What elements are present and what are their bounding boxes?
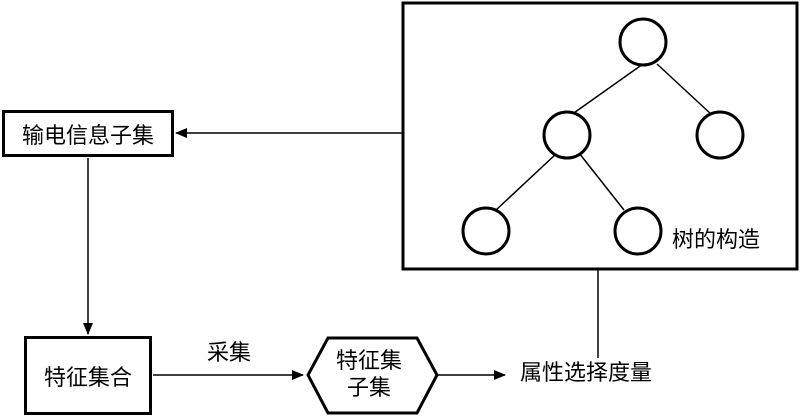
feature-set-label: 特征集合 <box>43 365 132 391</box>
tree-node-right <box>695 110 745 160</box>
tree-edge <box>495 153 557 211</box>
tree-edge <box>570 63 644 116</box>
tree-node-left-left <box>461 206 511 256</box>
feature-subset-label-line2: 子集 <box>346 376 391 401</box>
feature-subset-label: 特征集 子集 <box>310 340 428 410</box>
tree-edge <box>578 152 625 211</box>
tree-panel-label: 树的构造 <box>672 228 761 253</box>
collect-label: 采集 <box>207 341 252 366</box>
tree-edge <box>656 63 713 116</box>
subset-label: 输电信息子集 <box>21 123 154 149</box>
subset-box: 输电信息子集 <box>2 110 174 157</box>
feature-subset-label-line1: 特征集 <box>335 348 402 374</box>
tree-node-left <box>542 110 592 160</box>
tree-node-left-right <box>613 206 663 256</box>
feature-subset-hexagon <box>306 336 439 415</box>
tree-node-root <box>618 17 668 67</box>
attribute-measure-label: 属性选择度量 <box>520 361 653 386</box>
feature-set-box: 特征集合 <box>24 336 152 415</box>
